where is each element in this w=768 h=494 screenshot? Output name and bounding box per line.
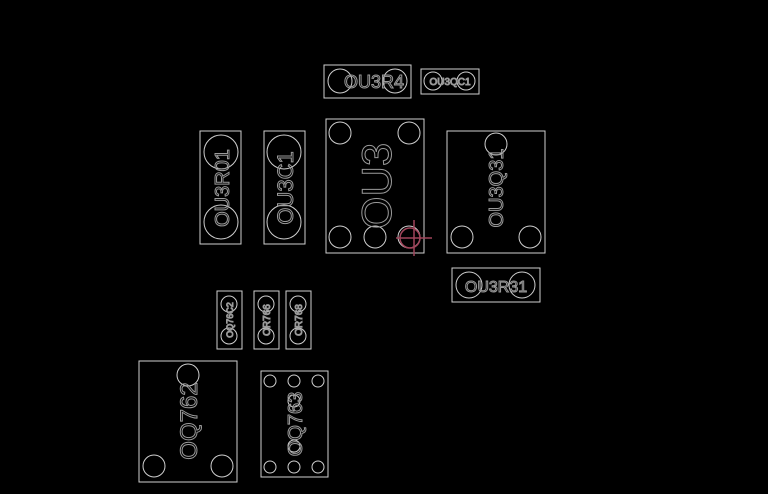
pad — [450, 225, 474, 249]
pad — [397, 121, 421, 145]
component-OU3QC1[interactable]: OU3QC1 — [420, 68, 480, 95]
outline-OR768 — [285, 290, 312, 350]
ref-label-OU3QC1: OU3QC1 — [429, 77, 471, 88]
component-OR766[interactable]: OR766 — [253, 290, 280, 350]
ref-label-OU3C1: OU3C1 — [273, 151, 298, 224]
outline-OU3 — [325, 118, 425, 254]
pad — [287, 460, 301, 474]
pad — [311, 460, 325, 474]
outline-OQ763 — [260, 370, 329, 478]
crosshair-cursor-icon — [396, 220, 432, 256]
component-OU3R4[interactable]: OU3R4 — [323, 64, 412, 99]
component-OU3R31[interactable]: OU3R31 — [451, 267, 541, 303]
pad — [289, 327, 307, 345]
pad — [518, 225, 542, 249]
component-OQ762[interactable]: OQ762 — [138, 360, 238, 483]
pad — [328, 225, 352, 249]
pad — [484, 132, 508, 156]
pad — [311, 374, 325, 388]
pad — [455, 271, 483, 299]
pad — [203, 134, 239, 170]
pad — [263, 460, 277, 474]
ref-label-OU3R31: OU3R31 — [465, 279, 527, 296]
component-OU3R01[interactable]: OU3R01 — [199, 130, 242, 245]
pad — [289, 295, 307, 313]
pad — [456, 71, 476, 91]
component-OU3C1[interactable]: OU3C1 — [263, 130, 306, 245]
pad — [287, 394, 301, 408]
outline-OR766 — [253, 290, 280, 350]
pad — [266, 204, 302, 240]
pad — [257, 295, 275, 313]
component-OR768[interactable]: OR768 — [285, 290, 312, 350]
pad — [142, 454, 166, 478]
outline-OU3C1 — [263, 130, 306, 245]
ref-label-OU3R4: OU3R4 — [344, 72, 404, 92]
outline-OQ762 — [138, 360, 238, 483]
pad — [176, 363, 200, 387]
ref-label-OQ762: OQ762 — [176, 382, 203, 459]
outline-OU3R4 — [323, 64, 412, 99]
pad — [287, 439, 301, 453]
outline-OQ76C2 — [216, 290, 243, 350]
pad — [266, 134, 302, 170]
pad — [257, 327, 275, 345]
outline-OU3Q31 — [446, 130, 546, 254]
component-OU3Q31[interactable]: OU3Q31 — [446, 130, 546, 254]
component-OU3[interactable]: OU3 — [325, 118, 425, 254]
pad — [327, 68, 353, 94]
ref-label-OU3R01: OU3R01 — [212, 149, 234, 227]
pad — [203, 204, 239, 240]
pad — [328, 121, 352, 145]
ref-label-OU3: OU3 — [353, 143, 400, 229]
ref-label-OR768: OR768 — [294, 304, 305, 336]
component-OQ76C2[interactable]: OQ76C2 — [216, 290, 243, 350]
outline-OU3R31 — [451, 267, 541, 303]
ref-label-OQ763: OQ763 — [285, 392, 307, 456]
pad — [287, 374, 301, 388]
component-OQ763[interactable]: OQ763 — [260, 370, 329, 478]
pad — [220, 295, 238, 313]
pad — [423, 71, 443, 91]
pad — [363, 225, 387, 249]
outline-OU3R01 — [199, 130, 242, 245]
ref-label-OR766: OR766 — [262, 304, 273, 336]
pad — [220, 327, 238, 345]
ref-label-OQ76C2: OQ76C2 — [225, 302, 235, 338]
outline-OU3QC1 — [420, 68, 480, 95]
pad — [210, 454, 234, 478]
pad — [508, 271, 536, 299]
ref-label-OU3Q31: OU3Q31 — [486, 149, 508, 228]
pad — [263, 374, 277, 388]
pad — [382, 68, 408, 94]
